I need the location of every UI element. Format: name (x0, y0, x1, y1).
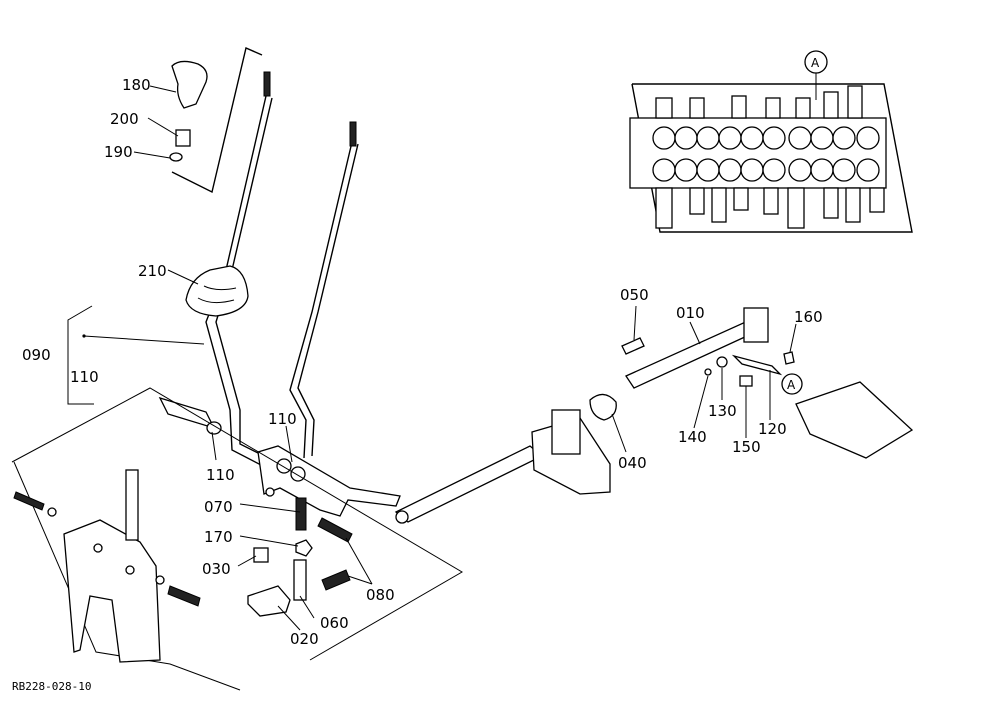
valve-spools (652, 126, 880, 182)
valve-top-tabs (655, 85, 863, 119)
plate-120 (731, 354, 783, 376)
linkage-tube (394, 445, 544, 523)
label-110-tube: 110 (206, 466, 235, 484)
knob-180 (171, 60, 208, 109)
bolt-080a (317, 517, 353, 543)
label-130: 130 (708, 402, 737, 420)
label-080: 080 (366, 586, 395, 604)
reference-code: RB228-028-10 (12, 680, 91, 693)
valve-bottom-tabs (655, 187, 885, 229)
label-030: 030 (202, 560, 231, 578)
bolt-030 (253, 547, 269, 563)
label-170: 170 (204, 528, 233, 546)
label-020: 020 (290, 630, 319, 648)
label-150: 150 (732, 438, 761, 456)
fitting-050 (621, 337, 645, 355)
label-callout-a-right: A (787, 378, 796, 392)
rod-060 (293, 559, 307, 601)
small-valve (795, 381, 914, 459)
boot-210 (185, 265, 249, 317)
lever-bracket (257, 445, 401, 517)
knob-inset (169, 47, 263, 194)
nut-170 (295, 539, 313, 557)
bolt-080b (321, 569, 351, 591)
bushing-200 (175, 129, 191, 147)
label-140: 140 (678, 428, 707, 446)
console-bracket (11, 387, 463, 691)
control-valve-inset (629, 50, 913, 233)
label-210: 210 (138, 262, 167, 280)
shaft-010-end (743, 307, 769, 343)
label-callout-a-top: A (811, 56, 820, 70)
label-160: 160 (794, 308, 823, 326)
label-180: 180 (122, 76, 151, 94)
callout-a-circle-right (781, 373, 803, 395)
label-050: 050 (620, 286, 649, 304)
bolt-left (13, 491, 45, 511)
label-060: 060 (320, 614, 349, 632)
label-200: 200 (110, 110, 139, 128)
console-plate (63, 519, 161, 663)
label-120: 120 (758, 420, 787, 438)
pin-140 (704, 368, 712, 376)
leader-lines (67, 85, 797, 631)
pivot-tube-110 (158, 396, 216, 430)
part-labels: 180 200 190 210 090 110 110 110 070 170 … (12, 56, 823, 693)
linkage-rod (394, 307, 914, 524)
label-010: 010 (676, 304, 705, 322)
clip-160 (783, 351, 795, 365)
washer-130 (716, 356, 728, 368)
bearing-040 (589, 393, 617, 421)
label-190: 190 (104, 143, 133, 161)
bolt-150 (739, 375, 753, 387)
screw-070 (295, 497, 307, 531)
label-040: 040 (618, 454, 647, 472)
label-090: 090 (22, 346, 51, 364)
block-020 (247, 585, 291, 617)
label-070: 070 (204, 498, 233, 516)
label-110-bracket: 110 (268, 410, 297, 428)
nut-190 (169, 152, 183, 162)
label-110-group: 110 (70, 368, 99, 386)
lever-assembly (158, 71, 401, 617)
